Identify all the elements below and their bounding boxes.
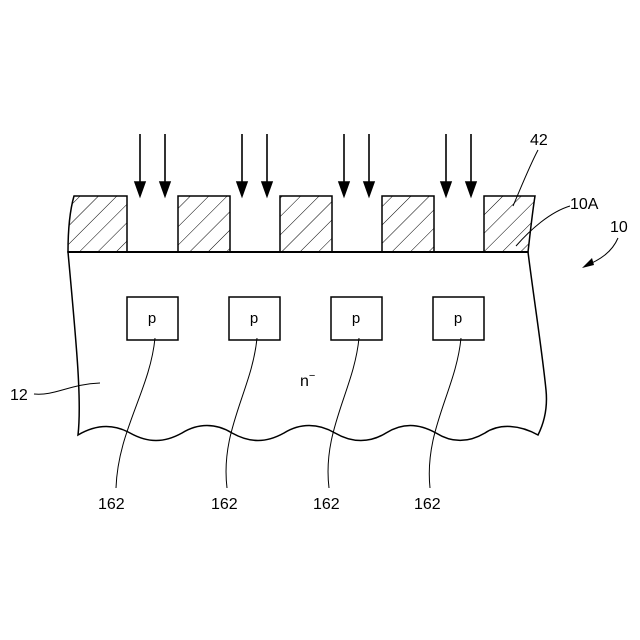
p-region-ref-label: 162 — [211, 496, 238, 513]
arrow — [339, 134, 349, 196]
substrate-body — [68, 252, 546, 441]
mask-layer — [68, 196, 535, 252]
mask-block — [484, 196, 535, 252]
arrow — [466, 134, 476, 196]
surface-ref-label: 10A — [570, 196, 599, 213]
p-region-ref-label: 162 — [414, 496, 441, 513]
p-region-label: p — [352, 310, 360, 327]
implant-arrows — [135, 134, 476, 196]
arrow — [262, 134, 272, 196]
mask-ref-label: 42 — [530, 132, 548, 149]
substrate-ref-label: 12 — [10, 387, 28, 404]
p-region-label: p — [148, 310, 156, 327]
arrow — [441, 134, 451, 196]
arrow — [160, 134, 170, 196]
arrow — [237, 134, 247, 196]
arrow — [364, 134, 374, 196]
p-region-ref-label: 162 — [98, 496, 125, 513]
p-region-ref-label: 162 — [313, 496, 340, 513]
mask-block — [68, 196, 127, 252]
p-region-label: p — [454, 310, 462, 327]
mask-block — [382, 196, 434, 252]
mask-block — [280, 196, 332, 252]
p-region-label: p — [250, 310, 258, 327]
arrow — [135, 134, 145, 196]
mask-block — [178, 196, 230, 252]
device-ref-label: 10 — [610, 219, 628, 236]
device-pointer — [582, 238, 618, 268]
